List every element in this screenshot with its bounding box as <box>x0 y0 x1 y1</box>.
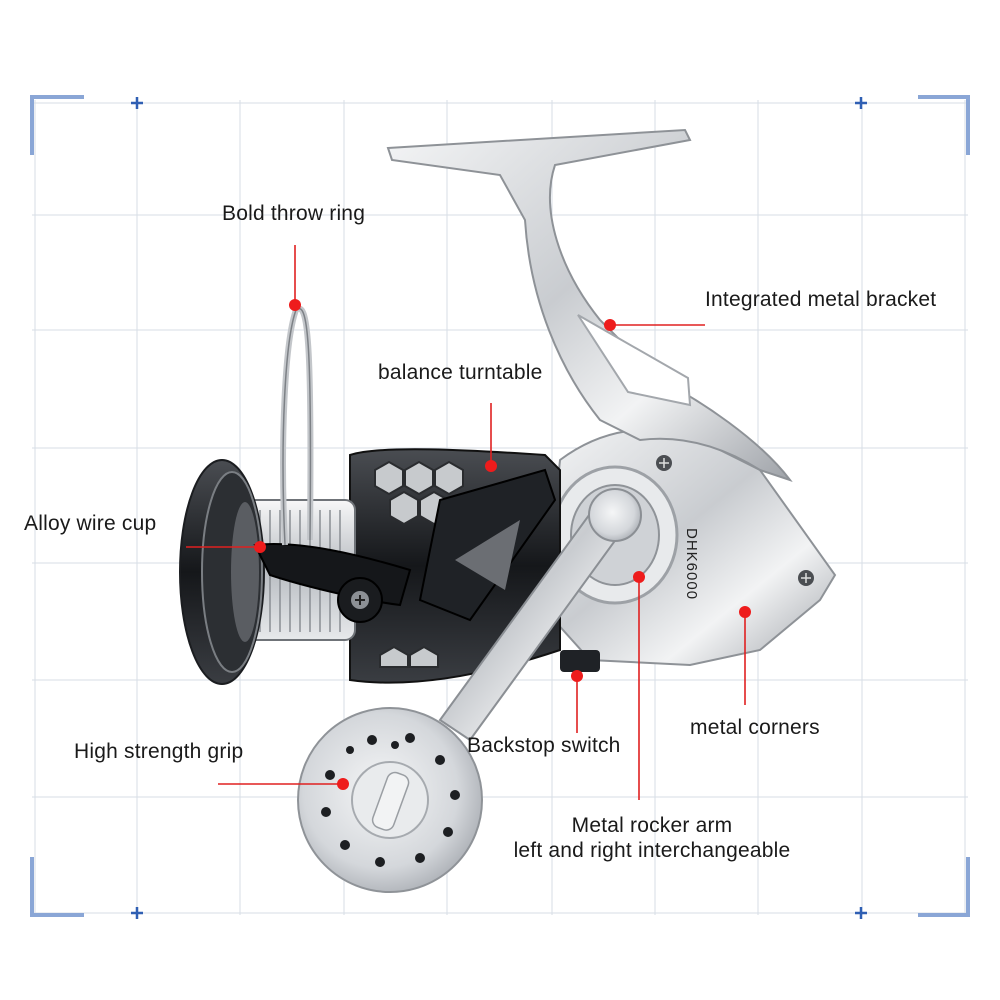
label-balance-turntable: balance turntable <box>378 361 543 384</box>
model-number: DHK6000 <box>683 528 700 601</box>
label-metal-rocker-arm-line1: Metal rocker arm <box>571 814 733 837</box>
label-high-strength-grip: High strength grip <box>74 740 244 763</box>
frame-corners <box>30 95 970 917</box>
fishing-reel-illustration <box>179 128 837 893</box>
label-metal-rocker-arm-line2: left and right interchangeable <box>513 839 791 862</box>
label-metal-corners: metal corners <box>690 716 820 739</box>
callout-pointers <box>186 245 746 800</box>
crosshair-marks <box>131 97 867 919</box>
callout-dots <box>254 299 751 790</box>
label-integrated-metal-bracket: Integrated metal bracket <box>705 288 937 311</box>
handle-knob <box>297 707 483 893</box>
label-bold-throw-ring: Bold throw ring <box>222 202 366 225</box>
label-alloy-wire-cup: Alloy wire cup <box>24 512 157 535</box>
label-backstop-switch: Backstop switch <box>467 734 621 757</box>
reel-bracket <box>386 128 793 482</box>
